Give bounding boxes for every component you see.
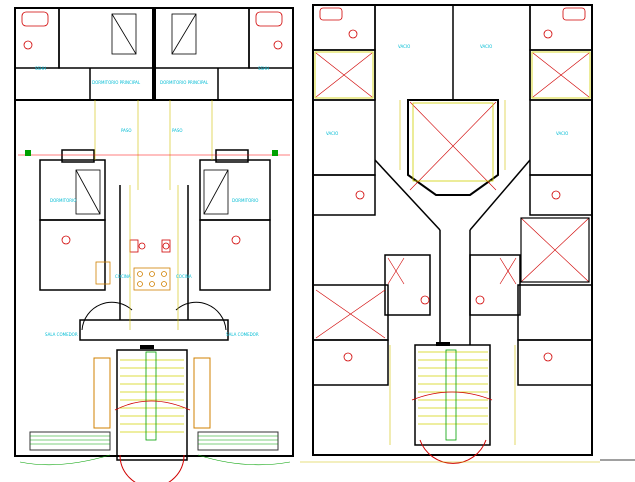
left-stairs [114, 345, 191, 441]
toilet-icon [273, 40, 283, 50]
bathtub-icon [255, 11, 283, 27]
label-bano-left: SSHH [35, 66, 46, 71]
left-beds [75, 13, 229, 215]
left-landscape-hatch [19, 435, 291, 466]
label-dorm-principal-2: DORMITORIO PRINCIPAL [160, 80, 209, 85]
toilet-icon [355, 190, 365, 200]
bathtub-icon [319, 7, 343, 21]
toilet-icon [343, 352, 353, 362]
label-vacio-1: VACIO [398, 44, 410, 49]
left-grid-markers [25, 150, 278, 156]
right-sanitary [319, 7, 586, 362]
right-void-outlines [314, 51, 591, 182]
label-cocina-left: COCINA [115, 274, 131, 279]
left-dimensions [94, 100, 213, 330]
bed-icon [75, 169, 101, 215]
label-cocina-right: COCINA [176, 274, 192, 279]
bed-icon [203, 169, 229, 215]
toilet-icon [551, 190, 561, 200]
label-vacio-4: VACIO [556, 131, 568, 136]
toilet-icon [23, 40, 33, 50]
bathtub-icon [562, 7, 586, 21]
label-dorm-left: DORMITORIO [50, 198, 76, 203]
right-room-labels: VACIO VACIO VACIO VACIO [326, 44, 568, 136]
label-sala-right: SALA COMEDOR [226, 332, 259, 337]
left-sanitary [21, 11, 283, 253]
label-dorm-principal: DORMITORIO PRINCIPAL [92, 80, 141, 85]
left-floor-plan [14, 7, 294, 482]
toilet-icon [543, 352, 553, 362]
right-floor-plan [300, 4, 635, 464]
left-room-labels: DORMITORIO PRINCIPAL DORMITORIO PRINCIPA… [35, 66, 269, 337]
right-stairs [411, 342, 493, 441]
bed-icon [171, 13, 197, 55]
label-dorm-right: DORMITORIO [232, 198, 258, 203]
label-pasadizo-left: PASO [121, 128, 132, 133]
bed-icon [111, 13, 137, 55]
right-voids [315, 52, 590, 339]
label-vacio-3: VACIO [326, 131, 338, 136]
toilet-icon [475, 295, 485, 305]
label-sala-left: SALA COMEDOR [45, 332, 78, 337]
label-bano-right: SSHH [258, 66, 269, 71]
bathtub-icon [21, 11, 49, 27]
toilet-icon [420, 295, 430, 305]
label-pasadizo-right: PASO [172, 128, 183, 133]
toilet-icon [348, 29, 358, 39]
label-vacio-2: VACIO [480, 44, 492, 49]
right-dimensions [389, 100, 516, 445]
toilet-icon [543, 29, 553, 39]
left-kitchen [95, 261, 171, 291]
